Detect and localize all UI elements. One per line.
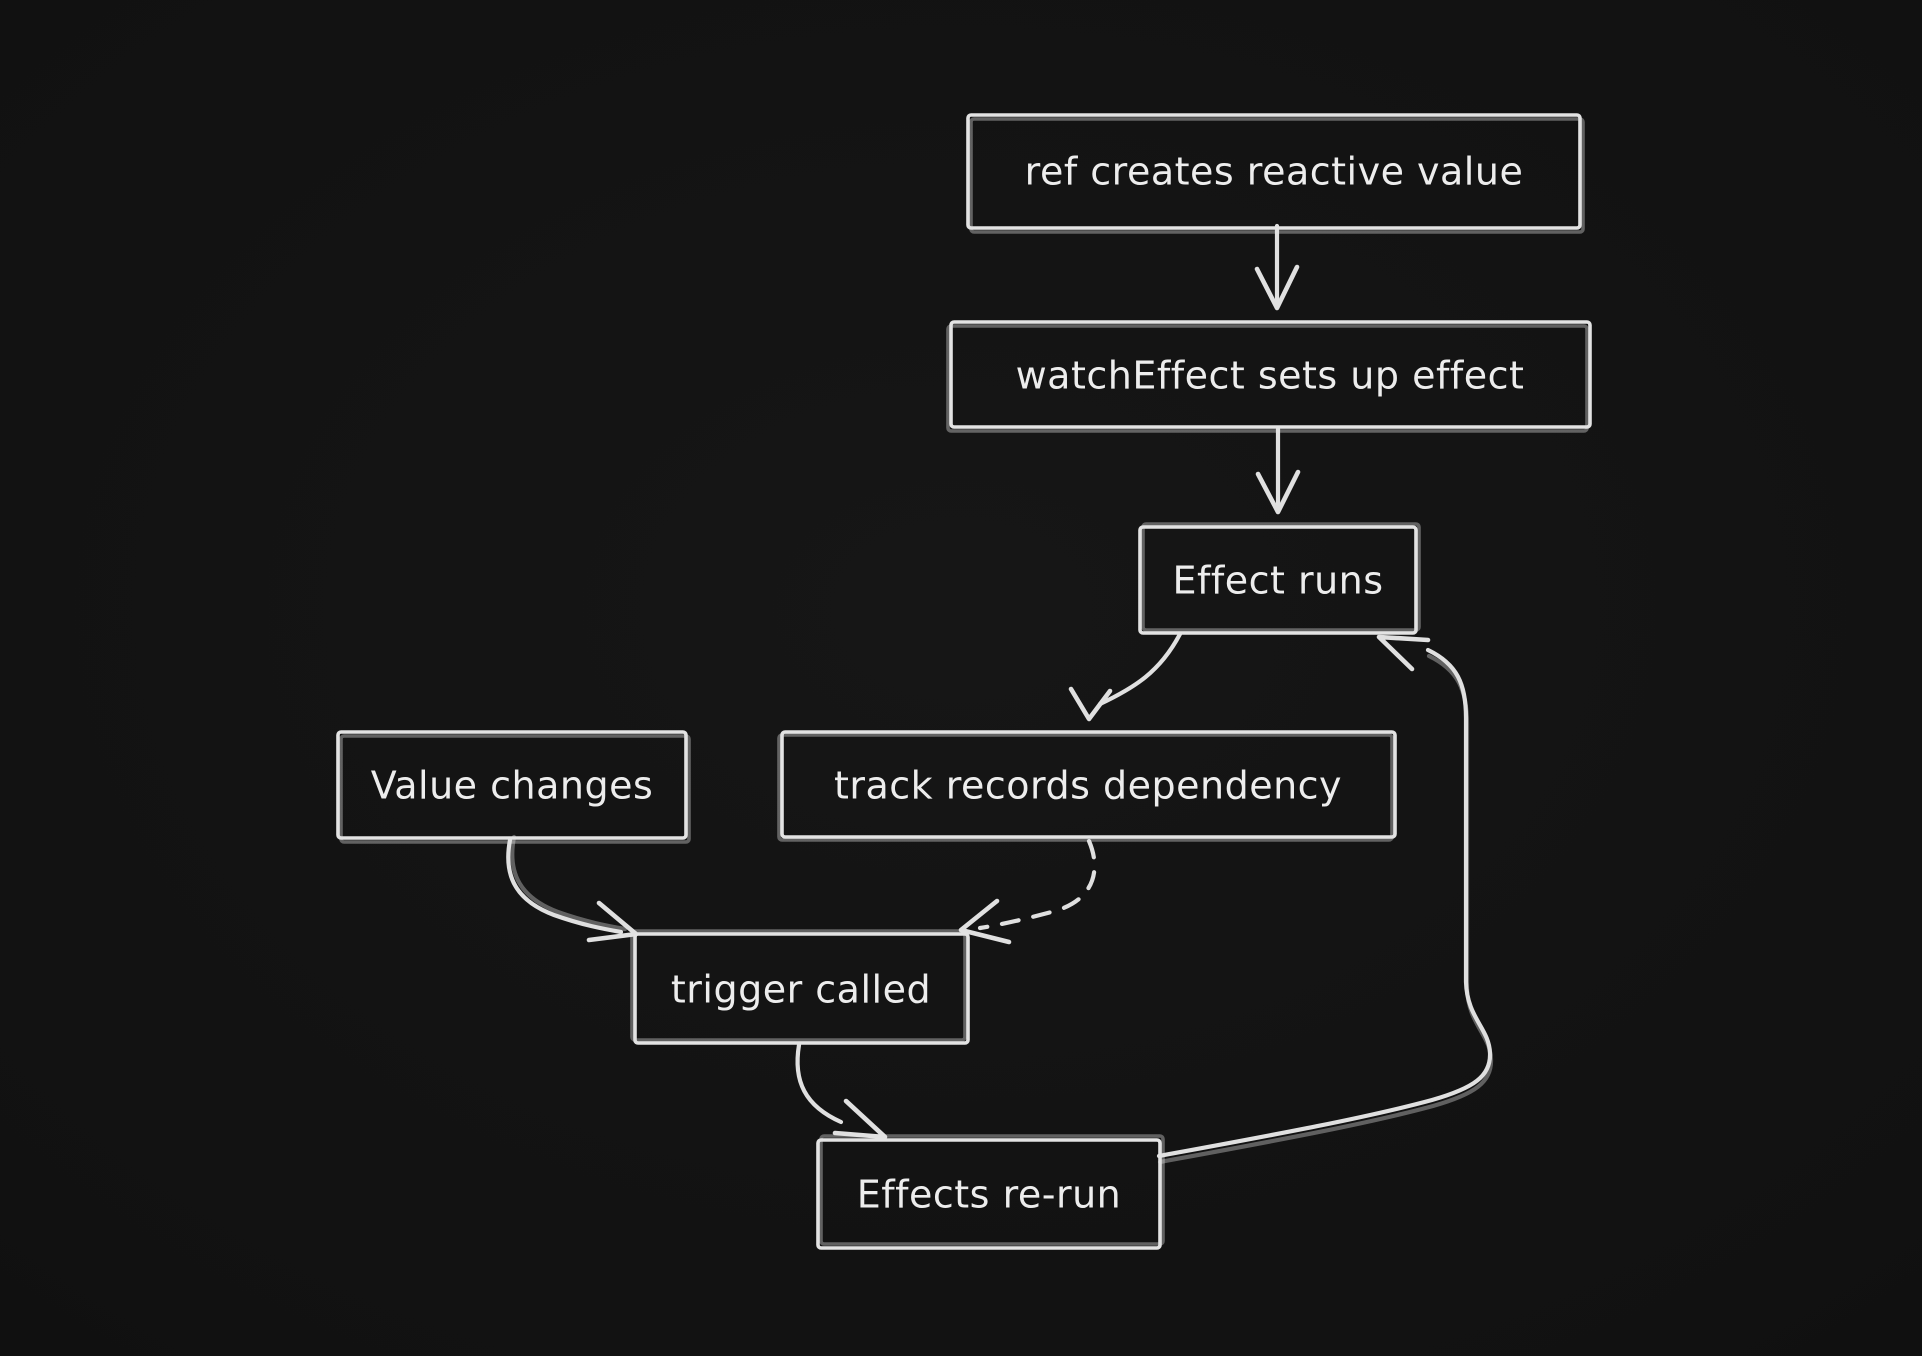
arrowhead-up-left-icon xyxy=(1376,634,1431,672)
node-track-records-dependency: track records dependency xyxy=(777,730,1397,842)
arrowhead-down-icon xyxy=(1255,469,1301,515)
node-box xyxy=(336,730,688,840)
edge-loop-line xyxy=(1156,647,1493,1159)
arrowhead-down-right-icon xyxy=(832,1098,888,1140)
edge-line xyxy=(506,837,624,935)
node-label: Effects re-run xyxy=(857,1172,1121,1216)
edge-line xyxy=(1097,631,1183,707)
node-box xyxy=(949,320,1592,429)
arrowhead-down-icon xyxy=(1254,264,1300,311)
edge-line-sketch xyxy=(512,837,625,929)
node-effect-runs: Effect runs xyxy=(1138,522,1421,635)
node-box xyxy=(966,113,1582,230)
edge-track-to-trigger-dashed xyxy=(958,838,1097,945)
edge-dashed-line xyxy=(977,838,1097,931)
node-ref-creates-reactive-value: ref creates reactive value xyxy=(966,113,1585,234)
edge-effect-runs-to-track xyxy=(1068,631,1183,722)
edge-watcheffect-to-effect-runs xyxy=(1255,426,1301,515)
edge-ref-to-watcheffect xyxy=(1254,223,1300,311)
edge-effects-rerun-loop-to-effect-runs xyxy=(1156,634,1493,1162)
node-label: Value changes xyxy=(371,763,654,807)
node-value-changes: Value changes xyxy=(336,730,691,844)
node-label: ref creates reactive value xyxy=(1025,149,1524,193)
node-label: trigger called xyxy=(671,967,931,1011)
node-label: watchEffect sets up effect xyxy=(1016,353,1525,397)
node-box xyxy=(1138,525,1418,635)
node-box xyxy=(816,1138,1162,1250)
edge-trigger-to-effects-rerun xyxy=(795,1042,888,1140)
node-box xyxy=(780,730,1397,839)
node-watcheffect-sets-up-effect: watchEffect sets up effect xyxy=(946,320,1592,433)
node-label: track records dependency xyxy=(834,763,1342,807)
arrowhead-down-icon xyxy=(1068,686,1113,722)
node-trigger-called: trigger called xyxy=(630,929,970,1045)
node-box xyxy=(633,932,970,1045)
node-label: Effect runs xyxy=(1172,558,1383,602)
edge-value-changes-to-trigger xyxy=(506,837,639,943)
edge-line xyxy=(795,1042,844,1125)
node-effects-re-run: Effects re-run xyxy=(816,1134,1165,1250)
